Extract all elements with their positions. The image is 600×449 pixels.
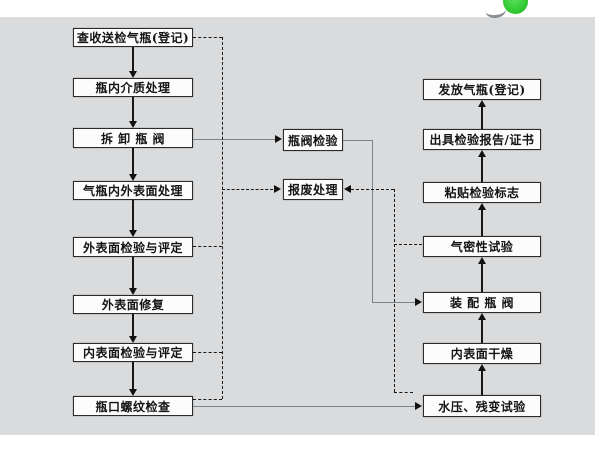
connector-r2-r1 bbox=[481, 107, 483, 129]
node-surface-treatment: 气瓶内外表面处理 bbox=[73, 181, 193, 200]
connector-r6-r5 bbox=[481, 320, 483, 343]
arrowhead-r3-r2 bbox=[478, 150, 486, 157]
dashed-scrap-right-out bbox=[351, 189, 394, 190]
node-valve-inspection: 瓶阀检验 bbox=[283, 129, 343, 151]
node-scrap-disposal: 报废处理 bbox=[283, 179, 343, 200]
connector-r5-r4 bbox=[481, 264, 483, 292]
dashed-receive-out bbox=[193, 37, 222, 38]
connector-r3-r2 bbox=[481, 157, 483, 182]
arrowhead-valveinspection bbox=[275, 135, 282, 143]
node-internal-drying: 内表面干燥 bbox=[423, 343, 541, 364]
connector-l2-l3 bbox=[132, 97, 134, 121]
arrowhead-assemblevalve bbox=[415, 298, 422, 306]
connector-valveinspection-out bbox=[343, 140, 373, 141]
arrowhead-scrap-right bbox=[344, 185, 351, 193]
connector-l7-l8 bbox=[132, 362, 134, 389]
node-issue-report: 出具检验报告/证书 bbox=[423, 129, 541, 150]
arrowhead-l1-l2 bbox=[129, 71, 137, 78]
dashed-left-collector bbox=[222, 37, 223, 399]
node-thread-inspection: 瓶口螺纹检查 bbox=[73, 396, 193, 416]
connector-r4-r3 bbox=[481, 210, 483, 236]
dashed-threadinspection-out bbox=[193, 399, 222, 400]
arrowhead-r4-r3 bbox=[478, 203, 486, 210]
connector-to-assemblevalve bbox=[372, 302, 415, 303]
arrowhead-r7-r6 bbox=[478, 364, 486, 371]
connector-l4-l5 bbox=[132, 200, 134, 230]
arrowhead-r6-r5 bbox=[478, 313, 486, 320]
arrowhead-l7-l8 bbox=[129, 389, 137, 396]
arrowhead-l5-l6 bbox=[129, 288, 137, 295]
arrowhead-r2-r1 bbox=[478, 100, 486, 107]
node-hydraulic-test: 水压、残变试验 bbox=[423, 395, 541, 417]
connector-r7-r6 bbox=[481, 371, 483, 395]
dashed-into-scrap-left bbox=[222, 189, 273, 190]
connector-removevalve-valveinspection bbox=[193, 139, 275, 140]
dashed-right-collector bbox=[394, 189, 395, 392]
node-issue-cylinder: 发放气瓶(登记) bbox=[423, 79, 541, 100]
connector-l6-l7 bbox=[132, 314, 134, 336]
arrowhead-l3-l4 bbox=[129, 174, 137, 181]
node-affix-mark: 粘贴检验标志 bbox=[423, 182, 541, 203]
connector-l3-l4 bbox=[132, 148, 134, 174]
connector-l5-l6 bbox=[132, 257, 134, 288]
node-check-receive-cylinder: 查收送检气瓶(登记) bbox=[73, 28, 193, 47]
logo-dot-icon bbox=[503, 0, 528, 14]
arrowhead-l4-l5 bbox=[129, 230, 137, 237]
node-internal-media-treatment: 瓶内介质处理 bbox=[73, 78, 193, 97]
arrowhead-l2-l3 bbox=[129, 121, 137, 128]
arrowhead-scrap-left bbox=[274, 185, 281, 193]
dashed-airtightness-branch bbox=[394, 244, 422, 245]
connector-l1-l2 bbox=[132, 47, 134, 71]
dashed-hydraulic-branch bbox=[394, 392, 413, 393]
dashed-internalinspection-out bbox=[193, 352, 222, 353]
node-remove-valve: 拆 卸 瓶 阀 bbox=[73, 128, 193, 148]
connector-thread-hydraulic bbox=[193, 406, 415, 407]
node-assemble-valve: 装 配 瓶 阀 bbox=[423, 292, 541, 313]
arrowhead-l6-l7 bbox=[129, 336, 137, 343]
arrowhead-r5-r4 bbox=[478, 257, 486, 264]
arrowhead-hydraulic bbox=[415, 402, 422, 410]
connector-valveinspection-down bbox=[372, 140, 373, 302]
node-external-inspection: 外表面检验与评定 bbox=[73, 237, 193, 257]
node-airtightness-test: 气密性试验 bbox=[423, 236, 541, 257]
node-external-repair: 外表面修复 bbox=[73, 295, 193, 314]
node-internal-inspection: 内表面检验与评定 bbox=[73, 343, 193, 362]
dashed-externalinspection-out bbox=[193, 246, 222, 247]
